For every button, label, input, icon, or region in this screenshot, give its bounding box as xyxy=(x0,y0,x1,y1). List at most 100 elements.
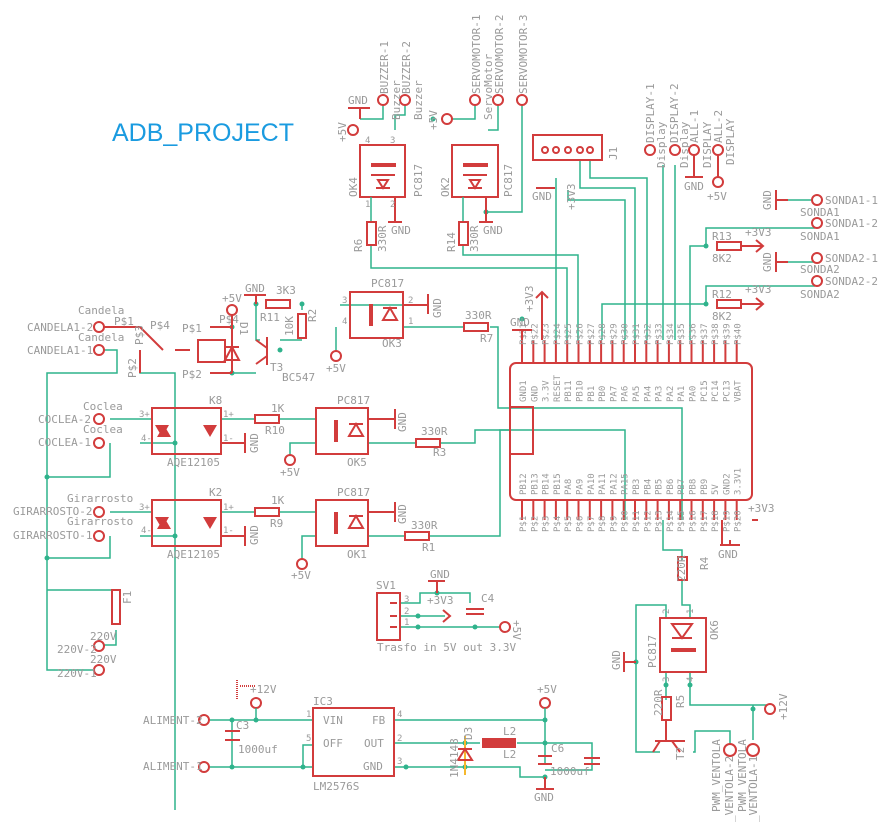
display-1-pad[interactable] xyxy=(644,144,656,156)
coclea-2-pad[interactable] xyxy=(93,413,105,425)
mcu-bottom-pin-label: P$10 xyxy=(621,510,631,532)
r2-label: R2 xyxy=(306,309,319,322)
mcu-top-pin-label: P$33 xyxy=(655,323,665,345)
all-2-pad[interactable] xyxy=(712,144,724,156)
d3-value: 1N4148 xyxy=(448,738,461,778)
ok3-label: OK3 xyxy=(382,337,402,350)
ok2-label: OK2 xyxy=(439,177,452,197)
220v-1-pad[interactable] xyxy=(93,664,105,676)
lm2576s-label: LM2576S xyxy=(313,780,359,793)
servomotor-3-pad[interactable] xyxy=(516,94,528,106)
mcu-top-signal-label: PA2 xyxy=(666,386,676,402)
mcu-top-signal-label: 3.3V xyxy=(542,380,552,402)
k8-label: K8 xyxy=(209,394,222,407)
display-1-label: DISPLAY-1 xyxy=(644,83,657,143)
plus-3v3-label: +3V3 xyxy=(745,283,772,296)
ventola-1-pad[interactable] xyxy=(746,743,760,757)
sonda1-2-label: SONDA1-2 xyxy=(825,217,878,230)
mcu-top-pin-label: P$36 xyxy=(689,323,699,345)
buzzer-label: Buzzer xyxy=(390,80,403,120)
plus-5v-supply xyxy=(296,558,308,570)
sonda1-label: SONDA1 xyxy=(800,206,840,219)
gnd-label: GND xyxy=(510,316,530,329)
buzzer-2-label: BUZZER-2 xyxy=(400,41,413,94)
mcu-top-pin-label: P$34 xyxy=(666,323,676,345)
sonda1-label: SONDA1 xyxy=(800,230,840,243)
mcu-bottom-pin-label: P$8 xyxy=(598,516,608,532)
gnd-label: GND xyxy=(532,190,552,203)
ok3-optocoupler xyxy=(349,291,404,339)
ok5-pc817-label: PC817 xyxy=(337,394,370,407)
ok3-pc817-label: PC817 xyxy=(371,277,404,290)
r7-value: 330R xyxy=(465,309,492,322)
k8-relay xyxy=(151,407,222,455)
coclea-1-pad[interactable] xyxy=(93,437,105,449)
pin-number: 2 xyxy=(397,734,402,744)
plus-5v-label: +5V xyxy=(326,362,346,375)
gnd-label: GND xyxy=(248,433,261,453)
sonda2-2-pad[interactable] xyxy=(811,275,823,287)
buzzer-1-pad[interactable] xyxy=(377,94,389,106)
relay-pin-label: P$1 xyxy=(182,322,202,335)
pin-number: 4 xyxy=(686,677,696,682)
mcu-top-pin-label: P$21 xyxy=(519,323,529,345)
mcu-bottom-pin-label: P$2 xyxy=(530,516,540,532)
aliment-2-pad[interactable] xyxy=(198,714,210,726)
gnd-label: GND xyxy=(610,650,623,670)
servomotor-1-pad[interactable] xyxy=(469,94,481,106)
mcu-bottom-pin-label: P$4 xyxy=(553,516,563,532)
plus-5v-label: +5V xyxy=(707,190,727,203)
d3-label: D3 xyxy=(462,727,475,740)
sonda1-1-label: SONDA1-1 xyxy=(825,194,878,207)
mcu-bottom-pin-label: P$19 xyxy=(722,510,732,532)
girarrosto-2-pad[interactable] xyxy=(93,506,105,518)
fan-section: 220R R4 GND +3V3 PC817 OK6 2 1 3 4 GND 2… xyxy=(610,502,790,822)
relay-pin-label: P$2 xyxy=(126,358,139,378)
r14-value: 330R xyxy=(468,225,481,252)
servomotor-3-label: SERVOMOTOR-3 xyxy=(517,15,530,94)
servo-section: SERVOMOTOR-1 SERVOMOTOR-2 SERVOMOTOR-3 S… xyxy=(427,15,530,252)
display-2-pad[interactable] xyxy=(669,144,681,156)
mcu-bottom-pin-label: P$17 xyxy=(700,510,710,532)
mcu-bottom-signal-label: PB8 xyxy=(689,479,699,495)
pin-number: 1- xyxy=(223,526,234,536)
plus-5v-label: +5V xyxy=(291,569,311,582)
sonda1-1-pad[interactable] xyxy=(811,194,823,206)
mcu-top-pin-label: P$31 xyxy=(632,323,642,345)
mcu-top-pin-label: P$28 xyxy=(598,323,608,345)
ok4-label: OK4 xyxy=(347,177,360,197)
r6-label: R6 xyxy=(352,239,365,252)
servomotor-2-pad[interactable] xyxy=(492,94,504,106)
sonda1-2-pad[interactable] xyxy=(811,217,823,229)
girarrosto-1-pad[interactable] xyxy=(93,530,105,542)
220v-2-pad[interactable] xyxy=(93,640,105,652)
pin-number: 3+ xyxy=(139,503,150,513)
220v-label: 220V xyxy=(90,653,117,666)
gnd-label: GND xyxy=(396,504,409,524)
pin-number: 3 xyxy=(662,677,672,682)
candela1-1-pad[interactable] xyxy=(93,344,105,356)
buzzer-2-pad[interactable] xyxy=(399,94,411,106)
display-label: DISPLAY xyxy=(724,118,737,165)
coclea-section: Coclea COCLEA-2 Coclea COCLEA-1 K8 AQE12… xyxy=(38,394,448,479)
all-1-label: ALL-1 xyxy=(688,110,701,143)
r1-label: R1 xyxy=(422,541,435,554)
r4-resistor xyxy=(677,556,688,581)
sonda2-label: SONDA2 xyxy=(800,288,840,301)
girarrosto-1-label: GIRARROSTO-1 xyxy=(13,529,92,542)
ventola-2-pad[interactable] xyxy=(723,743,737,757)
gnd-label: GND xyxy=(431,298,444,318)
plus-5v-label: +5V xyxy=(537,683,557,696)
pin-number: 3 xyxy=(397,757,402,767)
r5-label: R5 xyxy=(674,695,687,708)
ok1-label: OK1 xyxy=(347,548,367,561)
plus-5v-label: +5V xyxy=(336,122,349,142)
ic3-out-label: OUT xyxy=(364,737,384,750)
aliment-1-pad[interactable] xyxy=(198,761,210,773)
l2-label: L2 xyxy=(503,748,516,761)
ic3-off-label: OFF xyxy=(323,737,343,750)
mcu-bottom-signal-label: PB3 xyxy=(632,479,642,495)
l2-inductor xyxy=(482,738,516,748)
ic3-fb-label: FB xyxy=(372,714,386,727)
sonda2-1-pad[interactable] xyxy=(811,252,823,264)
